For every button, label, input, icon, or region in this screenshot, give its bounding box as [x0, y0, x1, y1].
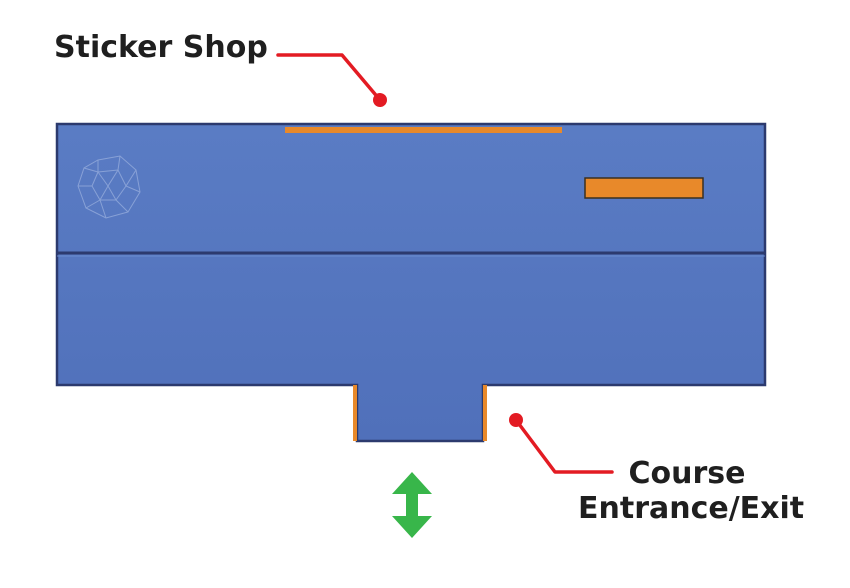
course-entrance-label-line1: Course [628, 456, 746, 491]
sticker-shop-label: Sticker Shop [54, 30, 268, 65]
bidirectional-vertical-arrow-icon [392, 472, 432, 538]
entrance-wall-left [353, 385, 357, 441]
room-floor [55, 122, 767, 443]
polyhedron-table-icon [77, 155, 141, 219]
course-entrance-callout [509, 413, 614, 474]
course-entrance-label-line2: Entrance/Exit [578, 491, 805, 527]
sticker-shop-wall [285, 127, 562, 133]
sticker-shop-callout [276, 53, 387, 107]
entrance-wall-right [483, 385, 487, 441]
course-entrance-label: Course Entrance/Exit [578, 456, 805, 527]
counter-icon [584, 177, 704, 199]
